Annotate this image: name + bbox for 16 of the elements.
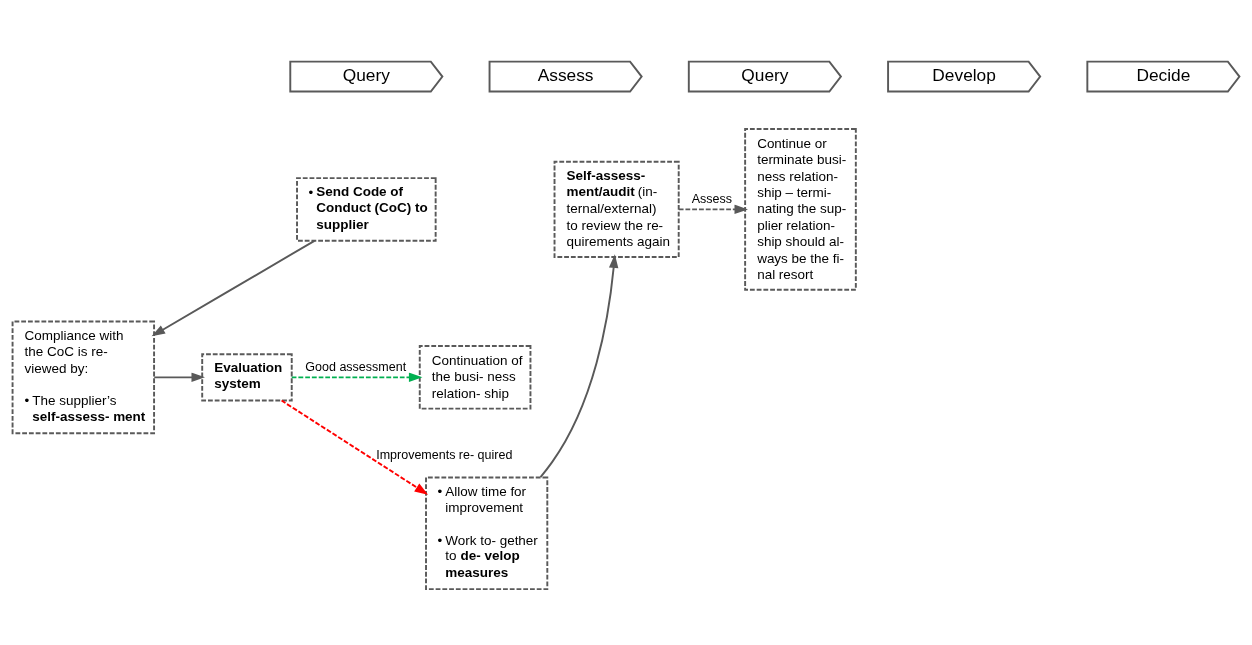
arrow: [677, 204, 748, 215]
edge-label: Assess: [691, 192, 733, 207]
arrow: [539, 254, 619, 479]
node-box: Continue or terminate busi- ness relation- ship – termi- nating the sup- plier relation- ship should al- ways be the fi- nal resort: [744, 128, 857, 291]
arrow: [290, 372, 423, 383]
node-box: • Allow time for improvement • Work to- gether to de- velop measures: [425, 476, 549, 591]
node-box: • Send Code of Conduct (CoC) to supplier: [296, 177, 437, 242]
arrow: [151, 239, 316, 337]
arrow: [280, 399, 429, 495]
arrow: [153, 372, 205, 383]
node-box: Evaluation system: [201, 353, 293, 402]
edge-label: Good assessment: [305, 360, 407, 375]
edge-label: Improvements re- quired: [376, 447, 513, 462]
node-box: Self-assess- ment/audit (in- ternal/external) to review the re- quirements again: [553, 160, 680, 258]
node-box: Continuation of the busi- ness relation- ship: [418, 345, 532, 410]
node-box: Compliance with the CoC is re- viewed by: • The supplier’s self-assess- ment: [11, 320, 156, 435]
